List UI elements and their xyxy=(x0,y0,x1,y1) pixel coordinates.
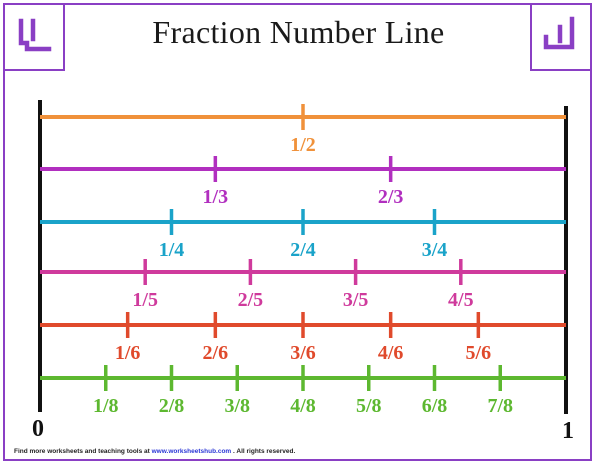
eighths-label: 3/8 xyxy=(224,395,250,417)
fifths-label: 1/5 xyxy=(132,289,158,311)
footer-prefix: Find more worksheets and teaching tools … xyxy=(14,448,150,455)
eighths-label: 2/8 xyxy=(159,395,185,417)
fifths-label: 4/5 xyxy=(448,289,474,311)
sixths-label: 2/6 xyxy=(203,342,229,364)
logo-left-icon xyxy=(18,18,52,52)
sixths-label: 3/6 xyxy=(290,342,316,364)
fourths-label: 2/4 xyxy=(290,239,316,261)
eighths-label: 4/8 xyxy=(290,395,316,417)
eighths-label: 5/8 xyxy=(356,395,382,417)
sixths-label: 1/6 xyxy=(115,342,141,364)
logo-right xyxy=(530,3,592,71)
thirds-label: 1/3 xyxy=(203,186,229,208)
one-label: 1 xyxy=(562,418,574,444)
fifths-label: 2/5 xyxy=(238,289,264,311)
footer-suffix: . All rights reserved. xyxy=(233,448,296,455)
eighths-label: 6/8 xyxy=(422,395,448,417)
footer-note: Find more worksheets and teaching tools … xyxy=(14,448,295,455)
page-frame xyxy=(3,3,592,461)
page-title: Fraction Number Line xyxy=(152,14,445,50)
logo-right-icon xyxy=(543,16,575,50)
thirds-label: 2/3 xyxy=(378,186,404,208)
eighths-label: 1/8 xyxy=(93,395,119,417)
fourths-label: 3/4 xyxy=(422,239,448,261)
sixths-label: 5/6 xyxy=(466,342,492,364)
sixths-label: 4/6 xyxy=(378,342,404,364)
halves-label: 1/2 xyxy=(290,134,316,156)
zero-label: 0 xyxy=(32,416,44,442)
logo-left xyxy=(3,3,65,71)
eighths-label: 7/8 xyxy=(487,395,513,417)
footer-site-link[interactable]: www.worksheetshub.com xyxy=(151,448,232,455)
fifths-label: 3/5 xyxy=(343,289,369,311)
fourths-label: 1/4 xyxy=(159,239,185,261)
